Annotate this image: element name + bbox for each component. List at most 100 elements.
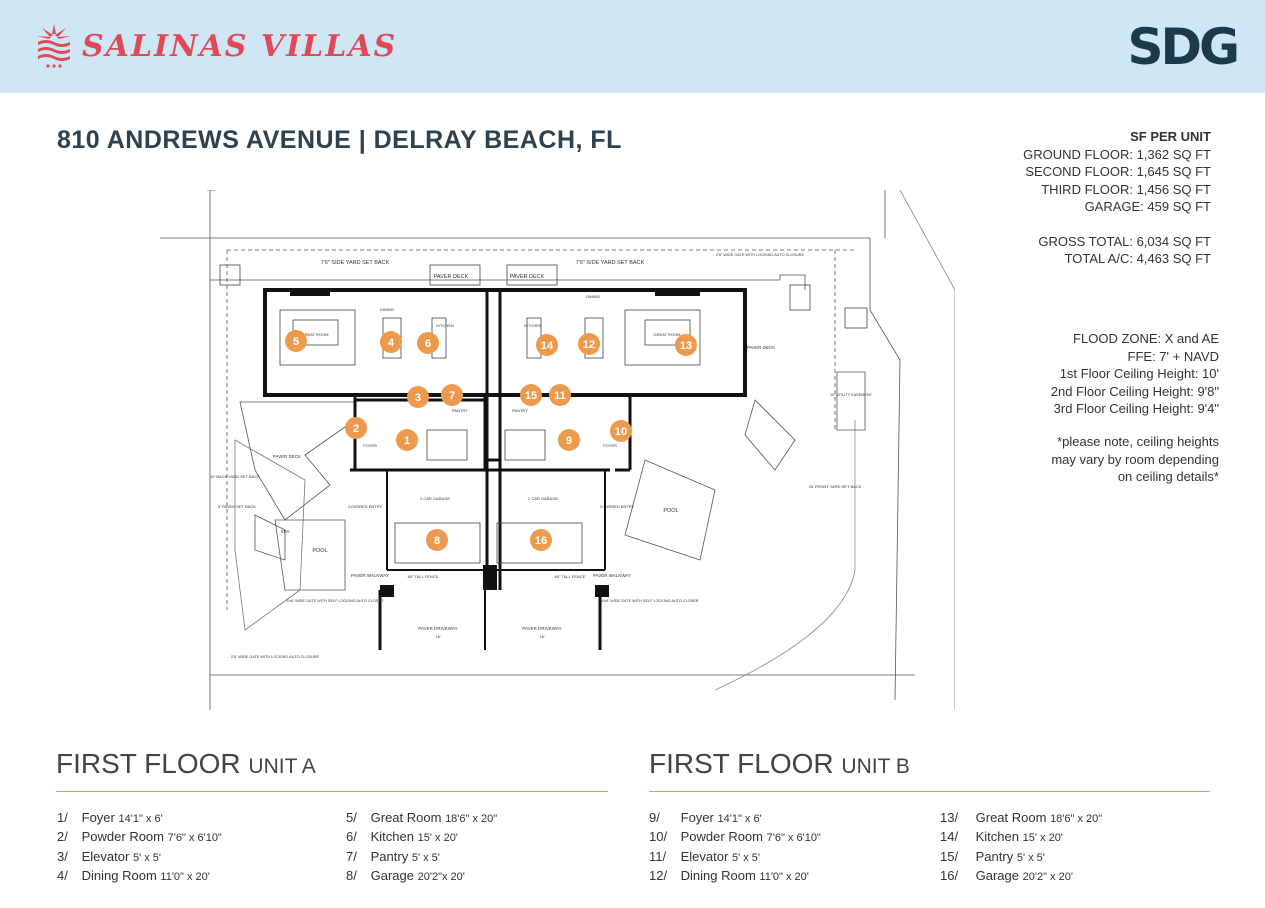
spec-line: FLOOD ZONE: X and AE — [1073, 331, 1219, 346]
unit-a-list-col1: 1/ Foyer 14'1" x 6' 2/ Powder Room 7'6" … — [57, 810, 222, 887]
list-item: 7/ Pantry 5' x 5' — [346, 848, 440, 864]
unit-a-divider — [56, 791, 608, 792]
list-item: 15/ Pantry 5' x 5' — [940, 848, 1045, 864]
garage-b-label: 2 CAR GARAGE — [528, 496, 558, 501]
driveway-a-width: 18' — [435, 634, 440, 639]
paver-deck-left-label: PAVER DECK — [273, 454, 301, 459]
list-item: 10/ Powder Room 7'6" x 6'10" — [649, 829, 821, 845]
room-marker-2: 2 — [353, 423, 359, 435]
foyer-a-label: FOYER — [363, 443, 377, 448]
great-room-b-label: GREAT ROOM — [654, 332, 681, 337]
room-marker-7: 7 — [449, 390, 455, 402]
sf-title: SF PER UNIT — [1130, 129, 1211, 144]
unit-a-list-col2: 5/ Great Room 18'6" x 20" 6/ Kitchen 15'… — [346, 810, 497, 887]
room-marker-9: 9 — [566, 435, 572, 447]
gate-left-label: 4'x6' WIDE GATE WITH SELF LOCKING AUTO C… — [286, 599, 383, 603]
sf-per-unit: SF PER UNIT GROUND FLOOR: 1,362 SQ FT SE… — [1023, 128, 1211, 268]
page-title: 810 ANDREWS AVENUE | DELRAY BEACH, FL — [57, 126, 622, 154]
sf-line: SECOND FLOOR: 1,645 SQ FT — [1025, 164, 1211, 179]
gate-top-label: 2'6" WIDE GATE WITH LOCKING AUTO CLOSURE — [716, 253, 804, 257]
room-marker-15: 15 — [525, 390, 537, 402]
sf-total: TOTAL A/C: 4,463 SQ FT — [1064, 251, 1211, 266]
spa-label: SPA — [281, 529, 290, 534]
pantry-b-label: PANTRY — [512, 408, 528, 413]
specs-block: FLOOD ZONE: X and AE FFE: 7' + NAVD 1st … — [1051, 330, 1219, 418]
walkway-b-label: PAVER WALKWAY — [593, 573, 631, 578]
unit-a-title: FIRST FLOOR — [56, 748, 241, 779]
side-setback-a-label: 7'6" SIDE YARD SET BACK — [321, 260, 390, 266]
palm-logo-icon — [37, 24, 71, 68]
list-item: 5/ Great Room 18'6" x 20" — [346, 810, 498, 825]
kitchen-b-label: KITCHEN — [524, 323, 542, 328]
spec-line: 1st Floor Ceiling Height: 10' — [1059, 366, 1219, 381]
room-marker-10: 10 — [615, 426, 627, 438]
list-item: 1/ Foyer 14'1" x 6' — [57, 810, 163, 825]
kitchen-a-label: KITCHEN — [436, 323, 454, 328]
list-item: 11/ Elevator 5' x 5' — [649, 848, 761, 864]
sf-line: GARAGE: 459 SQ FT — [1084, 199, 1211, 214]
walkway-a-label: PAVER WALKWAY — [351, 573, 389, 578]
list-item: 16/ Garage 20'2" x 20' — [940, 867, 1073, 883]
fence-a-label: 60" TALL FENCE — [408, 574, 439, 579]
fence-b-label: 60" TALL FENCE — [555, 574, 586, 579]
unit-b-list-col1: 9/ Foyer 14'1" x 6' 10/ Powder Room 7'6"… — [649, 810, 821, 887]
list-item: 6/ Kitchen 15' x 20' — [346, 829, 458, 845]
driveway-b-label: PAVER DRIVEWAY — [522, 626, 561, 631]
sf-line: THIRD FLOOR: 1,456 SQ FT — [1041, 181, 1211, 197]
covered-entry-b-label: COVERED ENTRY — [600, 504, 635, 509]
spec-line: 3rd Floor Ceiling Height: 9'4" — [1053, 401, 1219, 416]
pantry-a-label: PANTRY — [452, 408, 468, 413]
sf-line: GROUND FLOOR: 1,362 SQ FT — [1023, 146, 1211, 162]
unit-a-heading: FIRST FLOOR UNIT A — [56, 748, 316, 780]
paver-deck-right-label: PAVER DECK — [747, 345, 775, 350]
utility-easement-label: 10' UTILITY EASEMENT — [830, 393, 873, 397]
room-marker-11: 11 — [554, 390, 566, 402]
side-setback-b-label: 7'6" SIDE YARD SET BACK — [576, 260, 645, 266]
ceiling-note: *please note, ceiling heights may vary b… — [1051, 433, 1219, 486]
list-item: 13/ Great Room 18'6" x 20" — [940, 810, 1103, 825]
front-setback-label: 25' FRONT YARD SET BACK — [809, 484, 862, 489]
garage-a-label: 2 CAR GARAGE — [420, 496, 450, 501]
dining-b-label: DINING — [586, 294, 600, 299]
room-marker-12: 12 — [583, 339, 595, 351]
room-marker-6: 6 — [425, 338, 431, 350]
paver-setback-label: 5' PAVER SET BACK — [218, 504, 256, 509]
floor-plan: PAVER DECK PAVER DECK 7'6" SIDE YARD SET… — [160, 190, 955, 710]
great-room-a-label: GREAT ROOM — [302, 332, 329, 337]
note-line: *please note, ceiling heights — [1057, 434, 1219, 449]
foyer-b-label: FOYER — [603, 443, 617, 448]
room-marker-5: 5 — [293, 336, 299, 348]
room-marker-4: 4 — [388, 337, 395, 349]
gate-bottom-label: 2'6" WIDE GATE WITH LOCKING AUTO CLOSURE — [231, 655, 319, 659]
list-item: 2/ Powder Room 7'6" x 6'10" — [57, 829, 222, 845]
note-line: may vary by room depending — [1051, 451, 1219, 467]
room-marker-8: 8 — [434, 535, 440, 547]
pool-left-label: POOL — [312, 548, 327, 554]
pool-right-label: POOL — [663, 508, 678, 514]
list-item: 8/ Garage 20'2"x 20' — [346, 867, 465, 883]
note-line: on ceiling details* — [1117, 469, 1219, 484]
spec-line: FFE: 7' + NAVD — [1127, 348, 1219, 364]
list-item: 4/ Dining Room 11'0" x 20' — [57, 867, 210, 883]
list-item: 3/ Elevator 5' x 5' — [57, 848, 162, 864]
unit-b-heading: FIRST FLOOR UNIT B — [649, 748, 910, 780]
unit-b-divider — [649, 791, 1210, 792]
driveway-b-width: 18' — [539, 634, 544, 639]
driveway-a-label: PAVER DRIVEWAY — [418, 626, 457, 631]
list-item: 12/ Dining Room 11'0" x 20' — [649, 867, 809, 883]
room-marker-16: 16 — [535, 535, 547, 547]
list-item: 14/ Kitchen 15' x 20' — [940, 829, 1063, 845]
paver-deck-b-label: PAVER DECK — [510, 274, 545, 280]
unit-b-subtitle: UNIT B — [841, 755, 910, 778]
gate-right-label: 4'x6' WIDE GATE WITH SELF LOCKING AUTO C… — [601, 599, 698, 603]
header-bar: SALINAS VILLAS SDG — [0, 0, 1265, 93]
sf-total: GROSS TOTAL: 6,034 SQ FT — [1038, 233, 1211, 249]
covered-entry-a-label: COVERED ENTRY — [348, 504, 383, 509]
unit-b-title: FIRST FLOOR — [649, 748, 834, 779]
spec-line: 2nd Floor Ceiling Height: 9'8" — [1050, 383, 1219, 399]
unit-b-list-col2: 13/ Great Room 18'6" x 20" 14/ Kitchen 1… — [940, 810, 1102, 887]
room-marker-14: 14 — [541, 340, 554, 352]
room-marker-3: 3 — [415, 392, 421, 404]
sdg-logo: SDG — [1127, 18, 1240, 76]
salinas-villas-logo: SALINAS VILLAS — [34, 22, 397, 70]
